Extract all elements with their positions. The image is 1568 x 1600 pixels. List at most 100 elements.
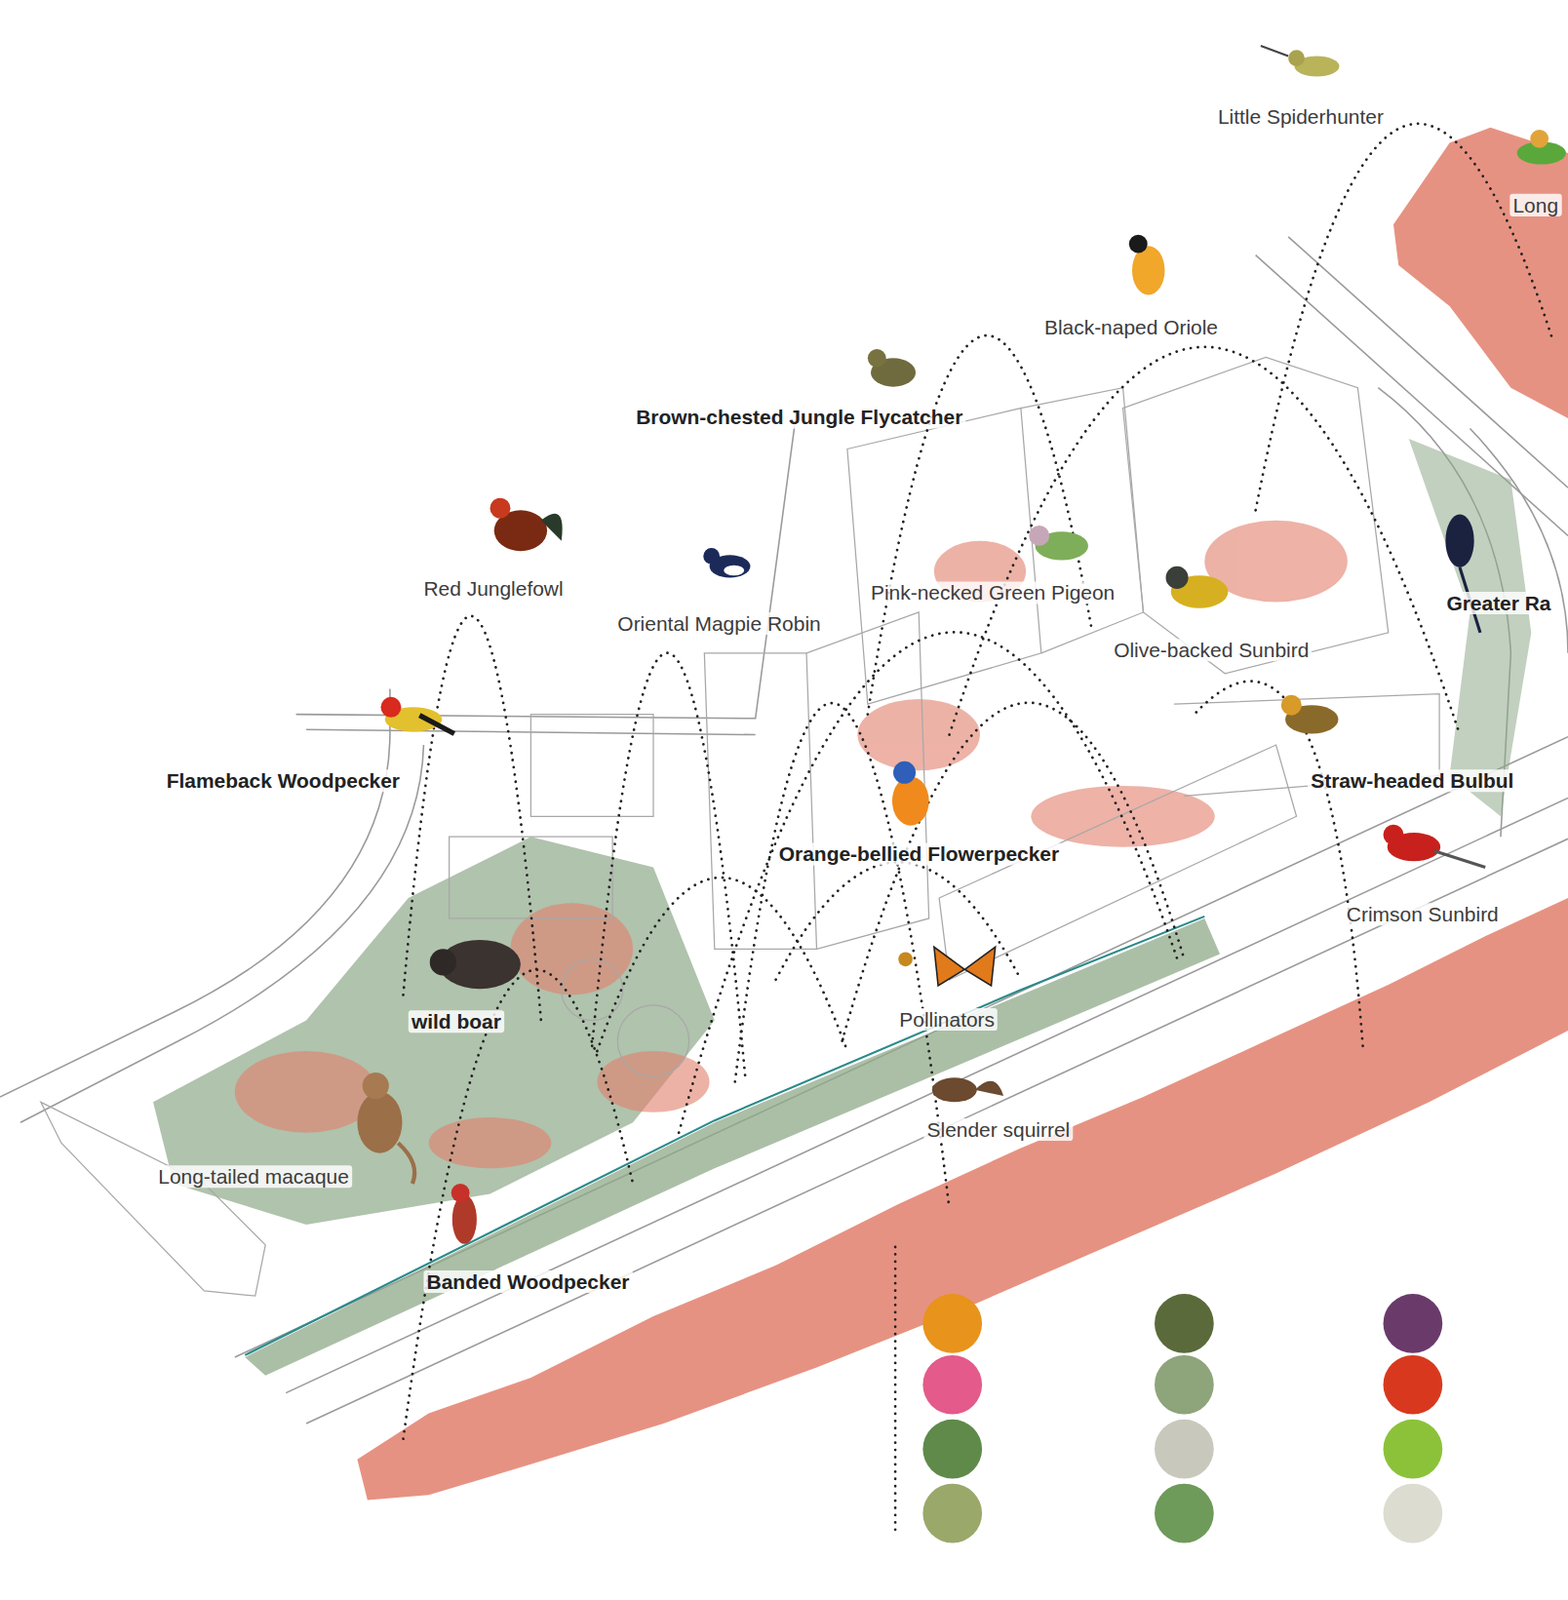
icon-shape [1030, 785, 1215, 848]
icon-circle [1288, 49, 1305, 67]
species-label: Orange-bellied Flowerpecker [776, 842, 1063, 865]
icon-circle [1154, 1355, 1215, 1415]
icon-circle [1154, 1419, 1215, 1480]
species-label: Long-tailed macaque [155, 1165, 353, 1188]
icon-group [1166, 566, 1229, 609]
dotted-line [704, 653, 817, 950]
icon-circle [922, 1419, 982, 1480]
species-label: Straw-headed Bulbul [1307, 769, 1518, 792]
icon-group [451, 1183, 477, 1245]
icon-group [1028, 525, 1089, 561]
icon-group [430, 940, 521, 989]
icon-group [1445, 513, 1481, 632]
icon-shape [1132, 245, 1166, 295]
species-label: Oriental Magpie Robin [614, 612, 824, 635]
icon-circle [922, 1293, 982, 1354]
dotted-line [678, 631, 1179, 1133]
dotted-line [1255, 123, 1553, 510]
icon-circle [380, 697, 401, 718]
icon-circle [1383, 1419, 1444, 1480]
icon-circle [1281, 695, 1302, 716]
icon-group [1517, 129, 1567, 165]
icon-group [1281, 695, 1339, 735]
icon-shape [723, 565, 745, 576]
icon-circle [1154, 1484, 1215, 1544]
dotted-line [1260, 45, 1289, 56]
species-label: Banded Woodpecker [423, 1270, 632, 1294]
planting-area [1393, 127, 1568, 419]
dotted-line [596, 877, 847, 1052]
species-label: Olive-backed Sunbird [1110, 638, 1312, 662]
icon-group [1260, 45, 1340, 77]
dotted-line [40, 1101, 266, 1296]
icon-shape [356, 1092, 402, 1154]
icon-circle [1383, 824, 1405, 846]
icon-group [356, 1072, 415, 1184]
icon-circle [617, 1005, 689, 1077]
icon-group [898, 946, 995, 986]
dotted-line [1123, 356, 1389, 673]
icon-circle [430, 948, 457, 976]
planting-area [244, 918, 1220, 1376]
icon-circle [922, 1484, 982, 1544]
dotted-line [591, 653, 745, 1077]
icon-group [356, 45, 1567, 1245]
species-label: Greater Ra [1443, 591, 1554, 615]
dotted-line [296, 413, 797, 719]
icon-circle [1383, 1293, 1444, 1354]
species-label: Brown-chested Jungle Flycatcher [632, 406, 966, 430]
icon-group [1383, 824, 1487, 868]
icon-group [703, 548, 750, 578]
icon-shape [235, 1051, 379, 1134]
species-label: Pink-necked Green Pigeon [867, 582, 1119, 605]
icon-circle [867, 349, 887, 368]
species-label: Little Spiderhunter [1215, 105, 1387, 128]
species-label: Black-naped Oriole [1041, 315, 1221, 339]
icon-group [380, 697, 454, 735]
dotted-line [397, 1142, 415, 1184]
dotted-line [449, 836, 614, 919]
dotted-line [842, 703, 1185, 1042]
icon-group [892, 761, 930, 826]
icon-shape [932, 1077, 978, 1102]
icon-circle [922, 1355, 982, 1415]
icon-circle [362, 1072, 390, 1099]
icon-circle [490, 498, 511, 519]
icon-shape [1445, 513, 1474, 567]
dotted-line [1434, 851, 1486, 868]
icon-circle [1154, 1293, 1215, 1354]
dotted-line [1194, 681, 1364, 1047]
species-label: Slender squirrel [923, 1118, 1073, 1141]
dotted-line [419, 715, 455, 735]
icon-circle [893, 761, 916, 784]
icon-circle [703, 548, 720, 565]
dotted-line [403, 616, 542, 1021]
species-label: wild boar [408, 1010, 505, 1033]
icon-group [932, 1077, 1004, 1102]
icon-group [922, 1293, 1443, 1543]
icon-shape [452, 1195, 477, 1245]
drawing-part [244, 916, 1205, 1356]
dotted-line [949, 347, 1460, 736]
icon-shape [857, 699, 980, 771]
icon-shape [509, 902, 633, 995]
icon-group [0, 236, 1568, 1424]
dotted-line [806, 612, 930, 949]
dotted-line [934, 946, 996, 986]
icon-group [1129, 235, 1166, 296]
icon-circle [1028, 525, 1050, 547]
icon-shape [429, 1117, 552, 1169]
icon-circle [1383, 1484, 1444, 1544]
planting-area [1409, 438, 1532, 817]
dotted-line [975, 1081, 1004, 1097]
species-label: Flameback Woodpecker [163, 769, 404, 792]
icon-group [235, 520, 1348, 1170]
dotted-line [735, 703, 950, 1210]
icon-circle [1166, 566, 1189, 589]
species-label: Long [1509, 194, 1562, 217]
dotted-line [894, 1247, 898, 1536]
species-label: Pollinators [896, 1008, 998, 1031]
icon-group [40, 356, 1440, 1296]
dotted-line [847, 408, 1042, 706]
